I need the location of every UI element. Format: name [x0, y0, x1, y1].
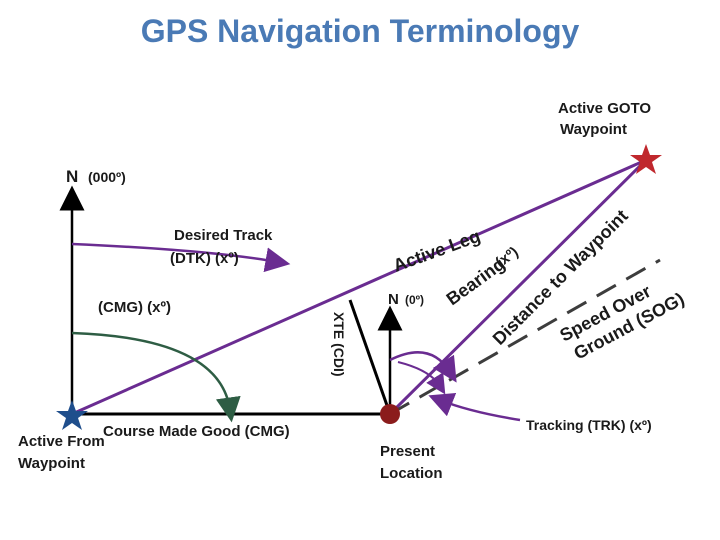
north-heading-present: (0º)	[405, 293, 424, 307]
present-location-dot-icon	[380, 404, 400, 424]
course-made-good-label: Course Made Good (CMG)	[103, 423, 290, 440]
active-from-label-line2: Waypoint	[18, 455, 85, 472]
active-goto-label-line2: Waypoint	[560, 121, 627, 138]
page-title: GPS Navigation Terminology	[141, 13, 580, 49]
north-heading-main: (000º)	[88, 169, 126, 185]
desired-track-label-line2: (DTK) (xº)	[170, 250, 239, 267]
cmg-angle-label: (CMG) (xº)	[98, 299, 171, 316]
desired-track-line	[71, 158, 647, 416]
tracking-arc-small	[397, 361, 446, 395]
from-waypoint-star-icon	[56, 400, 88, 430]
active-leg-label: Active Leg	[391, 226, 483, 276]
north-label-main: N	[66, 167, 78, 186]
active-from-label-line1: Active From	[18, 433, 105, 450]
cmg-arc	[71, 331, 241, 423]
xte-cdi-label: XTE (CDI)	[331, 312, 347, 377]
xte-line	[348, 299, 392, 415]
goto-waypoint-star-icon	[630, 144, 662, 174]
desired-track-label-line1: Desired Track	[174, 227, 273, 244]
tracking-label: Tracking (TRK) (xº)	[526, 417, 652, 433]
present-location-label-line1: Present	[380, 443, 435, 460]
bearing-arc	[389, 351, 457, 383]
dtk-arc	[71, 242, 291, 273]
present-location-label-line2: Location	[380, 465, 443, 482]
active-goto-label-line1: Active GOTO	[558, 100, 651, 117]
tracking-arrow	[428, 393, 521, 422]
bearing-line	[388, 158, 648, 416]
north-label-present: N	[388, 291, 399, 308]
